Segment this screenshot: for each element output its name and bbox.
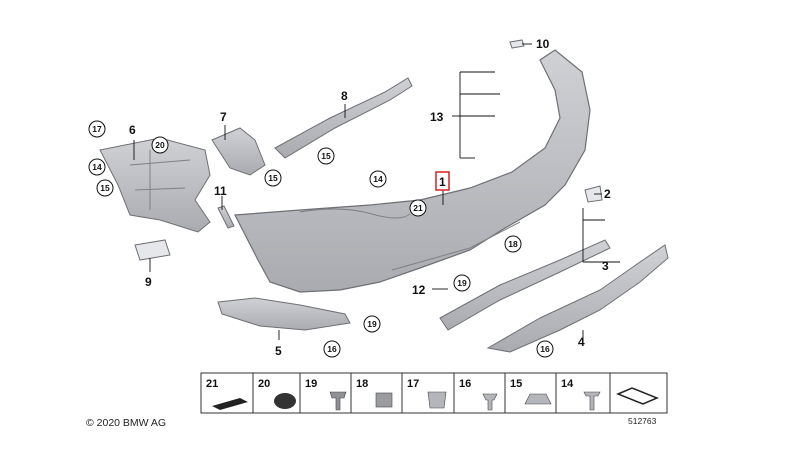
carrier-part-8	[274, 77, 413, 159]
legend-18: 18	[356, 378, 368, 390]
svg-text:14: 14	[373, 174, 383, 184]
callout-16-left: 16	[323, 340, 341, 358]
callout-8: 8	[341, 89, 348, 103]
screw-15-glyph	[524, 393, 552, 405]
callout-15-left: 15	[96, 179, 114, 197]
callout-15-mid: 15	[264, 169, 282, 187]
callout-14-mid: 14	[369, 170, 387, 188]
svg-text:15: 15	[268, 173, 278, 183]
callout-20: 20	[151, 136, 169, 154]
bracket-part-7	[211, 127, 266, 176]
svg-text:14: 14	[92, 162, 102, 172]
bushing-20-glyph	[274, 393, 296, 409]
nut-18-glyph	[375, 392, 393, 408]
bracket-part-2	[584, 185, 603, 203]
callout-10: 10	[536, 37, 550, 51]
callout-13: 13	[430, 110, 444, 124]
diagram-number: 512763	[628, 416, 657, 426]
callout-17: 17	[88, 120, 106, 138]
clip-19-glyph	[329, 391, 347, 411]
callout-11: 11	[214, 184, 227, 198]
clip-part-9	[134, 239, 171, 261]
callout-3: 3	[602, 259, 609, 273]
callout-16-right: 16	[536, 340, 554, 358]
callout-2: 2	[604, 187, 611, 201]
callout-5: 5	[275, 344, 282, 358]
svg-text:19: 19	[367, 319, 377, 329]
bracket-left-part-6	[99, 137, 211, 233]
svg-text:18: 18	[508, 239, 518, 249]
part-1-highlight-box	[435, 171, 450, 191]
callout-7: 7	[220, 110, 227, 124]
legend-14: 14	[561, 378, 574, 390]
legend-17: 17	[407, 378, 419, 390]
callout-12: 12	[412, 283, 426, 297]
callout-9: 9	[145, 275, 152, 289]
legend-16: 16	[459, 378, 471, 390]
diffuser-part-4	[486, 244, 669, 353]
legend-20: 20	[258, 378, 270, 390]
pad-21-glyph	[212, 398, 248, 410]
legend-19: 19	[305, 378, 317, 390]
copyright-notice: © 2020 BMW AG	[86, 417, 167, 429]
svg-text:17: 17	[92, 124, 102, 134]
svg-text:16: 16	[540, 344, 550, 354]
callout-15-top: 15	[317, 147, 335, 165]
callout-18: 18	[504, 235, 522, 253]
callout-1: 1	[439, 175, 446, 189]
svg-text:19: 19	[457, 278, 467, 288]
side-strip-part-3	[439, 239, 611, 331]
callout-21: 21	[409, 199, 427, 217]
trim-part-11	[217, 205, 235, 229]
svg-text:15: 15	[321, 151, 331, 161]
svg-text:20: 20	[155, 140, 165, 150]
callout-4: 4	[578, 335, 585, 349]
screw-14-glyph	[583, 391, 601, 411]
callout-6: 6	[129, 123, 136, 137]
clip-part-10	[509, 39, 525, 49]
rear-bumper-part-1	[234, 49, 591, 293]
clip-17-glyph	[427, 391, 447, 409]
legend-cells	[252, 373, 611, 413]
fastener-legend: 21 20 19 18 17 16 15 14	[200, 372, 668, 414]
rivet-16-glyph	[482, 393, 498, 411]
leader-lines	[133, 43, 620, 340]
callout-19-bottom: 19	[363, 315, 381, 333]
svg-text:16: 16	[327, 344, 337, 354]
svg-text:21: 21	[413, 203, 423, 213]
svg-text:15: 15	[100, 183, 110, 193]
legend-15: 15	[510, 378, 522, 390]
callout-19-right: 19	[453, 274, 471, 292]
diagram-symbol-icon	[616, 387, 659, 405]
legend-21: 21	[206, 378, 218, 390]
callout-14-left: 14	[88, 158, 106, 176]
lower-trim-part-5	[217, 297, 351, 331]
